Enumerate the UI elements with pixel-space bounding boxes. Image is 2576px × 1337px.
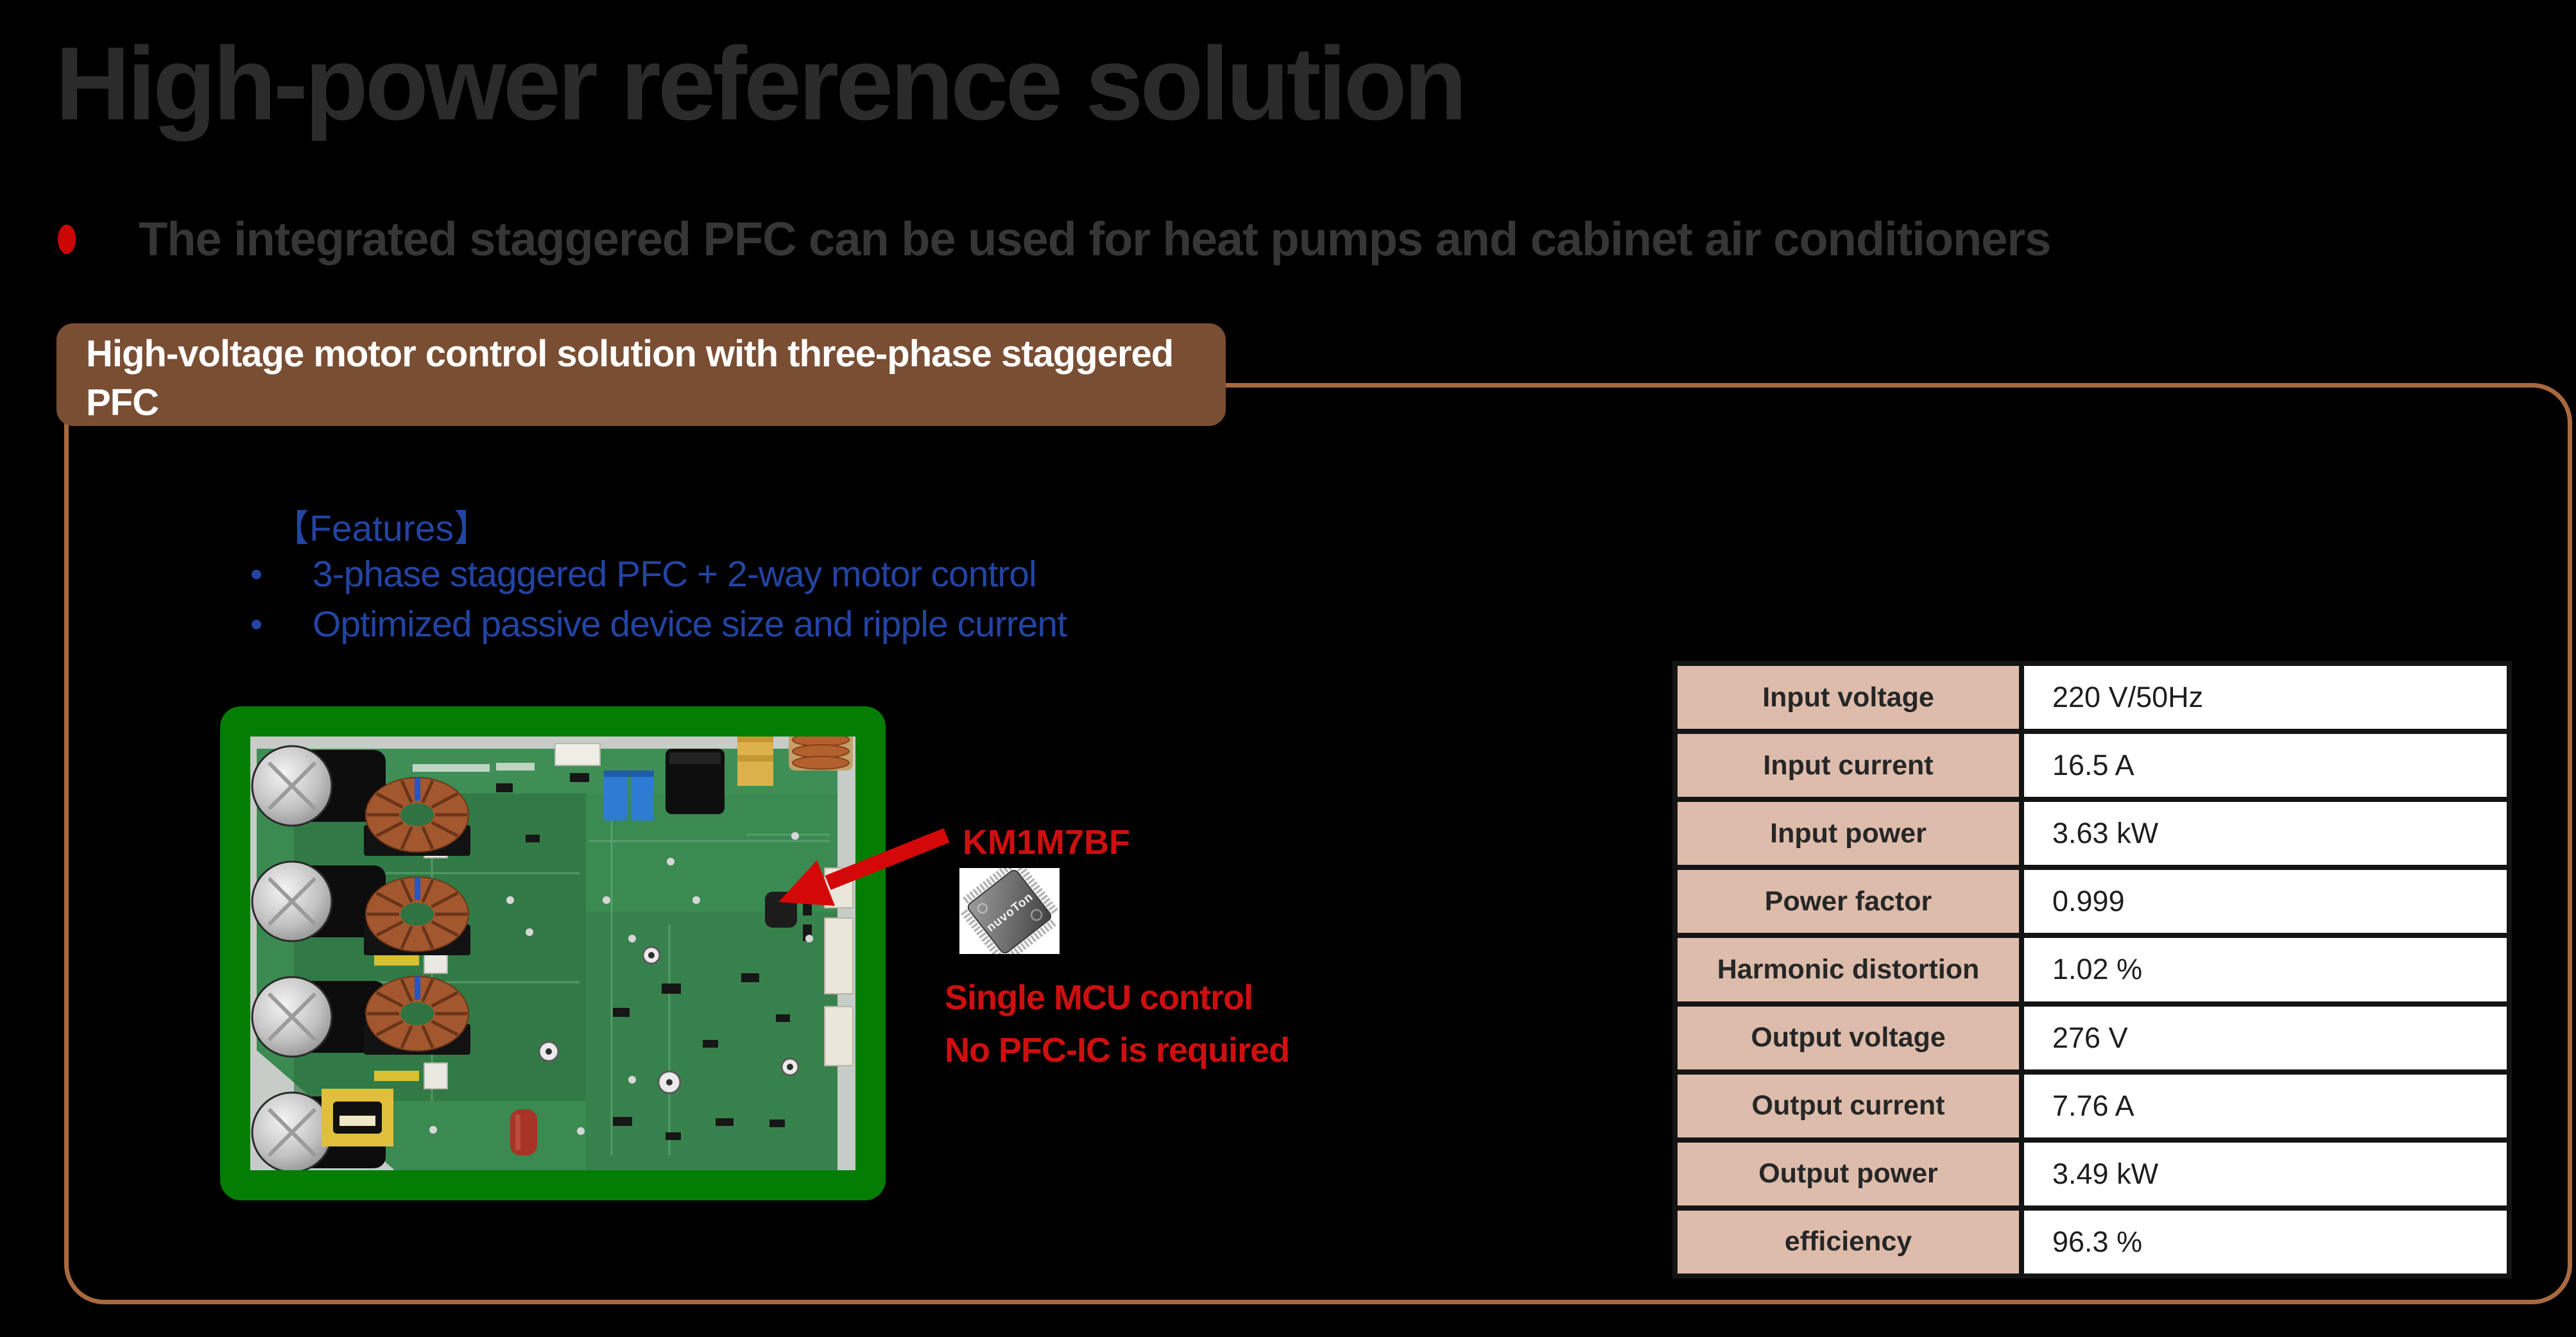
table-value-cell: 3.49 kW [2024,1142,2507,1205]
table-value-cell: 0.999 [2024,870,2507,933]
toroid-inductors [364,778,470,1055]
table-label-cell: Input power [1678,802,2019,865]
features-heading: 【Features】 [273,508,490,549]
page-title: High-power reference solution [55,26,1467,142]
transformer [737,737,773,786]
arrow-icon [778,828,950,906]
table-label-cell: Output power [1678,1142,2019,1205]
feature-item: 3-phase staggered PFC + 2-way motor cont… [252,553,1037,595]
intro-bullet-text: The integrated staggered PFC can be used… [139,212,2051,266]
bullet-dot-icon [252,619,261,629]
solution-header: High-voltage motor control solution with… [56,323,1226,426]
aux-power-transformer [322,1089,393,1146]
table-value-cell: 16.5 A [2024,734,2507,797]
table-label-cell: Output voltage [1678,1006,2019,1069]
relay [665,749,725,814]
table-label-cell: Input voltage [1678,666,2019,729]
bullet-icon [58,224,76,254]
film-capacitors [604,771,654,821]
feature-text: 3-phase staggered PFC + 2-way motor cont… [313,554,1037,595]
results-table: Input voltage 220 V/50Hz Input current 1… [1672,661,2512,1279]
table-label-cell: Power factor [1678,870,2019,933]
table-value-cell: 220 V/50Hz [2024,666,2507,729]
mounting-holes [538,946,800,1094]
electrolytic-cap-small [510,1109,537,1155]
chip-image: nuvoTon [959,868,1060,954]
table-value-cell: 96.3 % [2024,1210,2507,1273]
chip-label: KM1M7BF [963,823,1131,862]
copper-coil [789,737,853,771]
table-value-cell: 7.76 A [2024,1074,2507,1137]
solder-pads [429,832,813,1135]
connector [554,743,601,766]
table-label-cell: Harmonic distortion [1678,938,2019,1001]
table-value-cell: 3.63 kW [2024,802,2507,865]
table-label-cell: Output current [1678,1074,2019,1137]
table-value-cell: 1.02 % [2024,938,2507,1001]
table-label-cell: efficiency [1678,1210,2019,1273]
feature-text: Optimized passive device size and ripple… [313,604,1067,645]
note-line: Single MCU control [945,978,1253,1017]
smd-components [496,773,812,1140]
intro-bullet-row: The integrated staggered PFC can be used… [58,212,2051,266]
capacitor-bank [251,745,386,1170]
pcb-photo [220,706,886,1200]
feature-item: Optimized passive device size and ripple… [252,603,1067,645]
table-value-cell: 276 V [2024,1006,2507,1069]
note-line: No PFC-IC is required [945,1031,1290,1069]
bullet-dot-icon [252,569,261,579]
table-label-cell: Input current [1678,734,2019,797]
solution-panel [64,383,2572,1304]
